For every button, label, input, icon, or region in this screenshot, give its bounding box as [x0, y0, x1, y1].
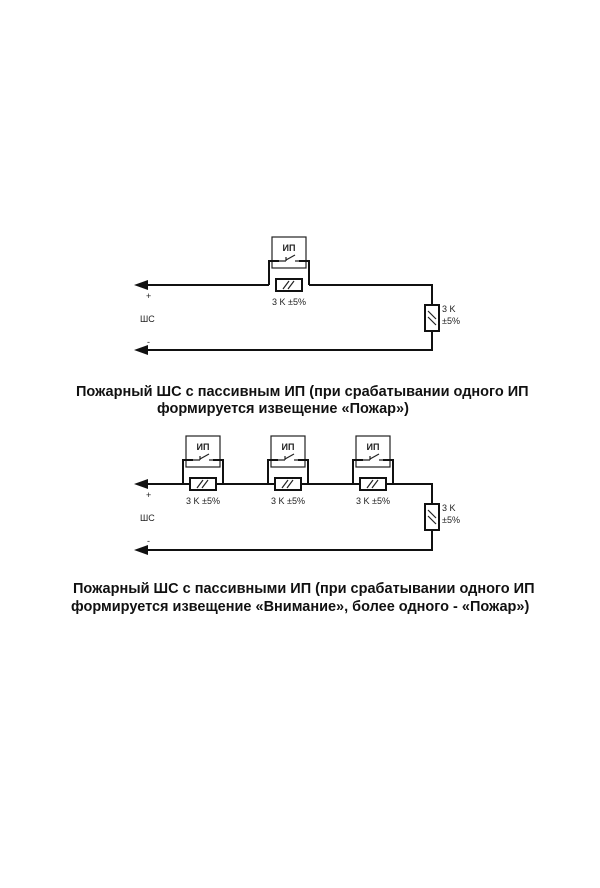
detector-2: ИП 3 K ±5% [267, 435, 309, 506]
detector-3: ИП 3 K ±5% [352, 435, 394, 506]
end-resistor-tolerance: ±5% [442, 316, 460, 326]
end-resistor: 3 K ±5% [424, 304, 460, 332]
loop-wire [142, 483, 433, 551]
detector-label: ИП [197, 442, 210, 452]
arrow-minus-icon [134, 545, 148, 555]
loop-label: ШС [140, 314, 155, 324]
loop-wire [142, 284, 433, 351]
resistor-label: 3 K ±5% [356, 496, 390, 506]
arrow-plus-icon [134, 479, 148, 489]
loop-label: ШС [140, 513, 155, 523]
minus-label: - [147, 337, 150, 347]
caption-1-line-2: формируется извещение «Пожар») [157, 401, 409, 417]
minus-label: - [147, 536, 150, 546]
detector-label: ИП [367, 442, 380, 452]
detector: ИП 3 K ±5% [268, 236, 310, 307]
detector-label: ИП [283, 243, 296, 253]
resistor-label: 3 K ±5% [271, 496, 305, 506]
diagram-2: ИП 3 K ±5% ИП 3 K ±5% ИП 3 K ±5% 3 K ±5%… [134, 435, 460, 555]
end-resistor-value: 3 K [442, 503, 456, 513]
end-resistor-tolerance: ±5% [442, 515, 460, 525]
detector-1: ИП 3 K ±5% [182, 435, 224, 506]
arrow-plus-icon [134, 280, 148, 290]
diagram-1: ИП 3 K ±5% 3 K ±5% + ШС - [134, 236, 460, 355]
plus-label: + [146, 490, 151, 500]
arrow-minus-icon [134, 345, 148, 355]
resistor-label: 3 K ±5% [272, 297, 306, 307]
caption-2-line-2: формируется извещение «Внимание», более … [71, 599, 530, 615]
plus-label: + [146, 291, 151, 301]
caption-1-line-1: Пожарный ШС с пассивным ИП (при срабатыв… [76, 384, 529, 400]
caption-2-line-1: Пожарный ШС с пассивными ИП (при срабаты… [73, 581, 535, 597]
resistor-label: 3 K ±5% [186, 496, 220, 506]
end-resistor: 3 K ±5% [424, 503, 460, 531]
end-resistor-value: 3 K [442, 304, 456, 314]
detector-label: ИП [282, 442, 295, 452]
